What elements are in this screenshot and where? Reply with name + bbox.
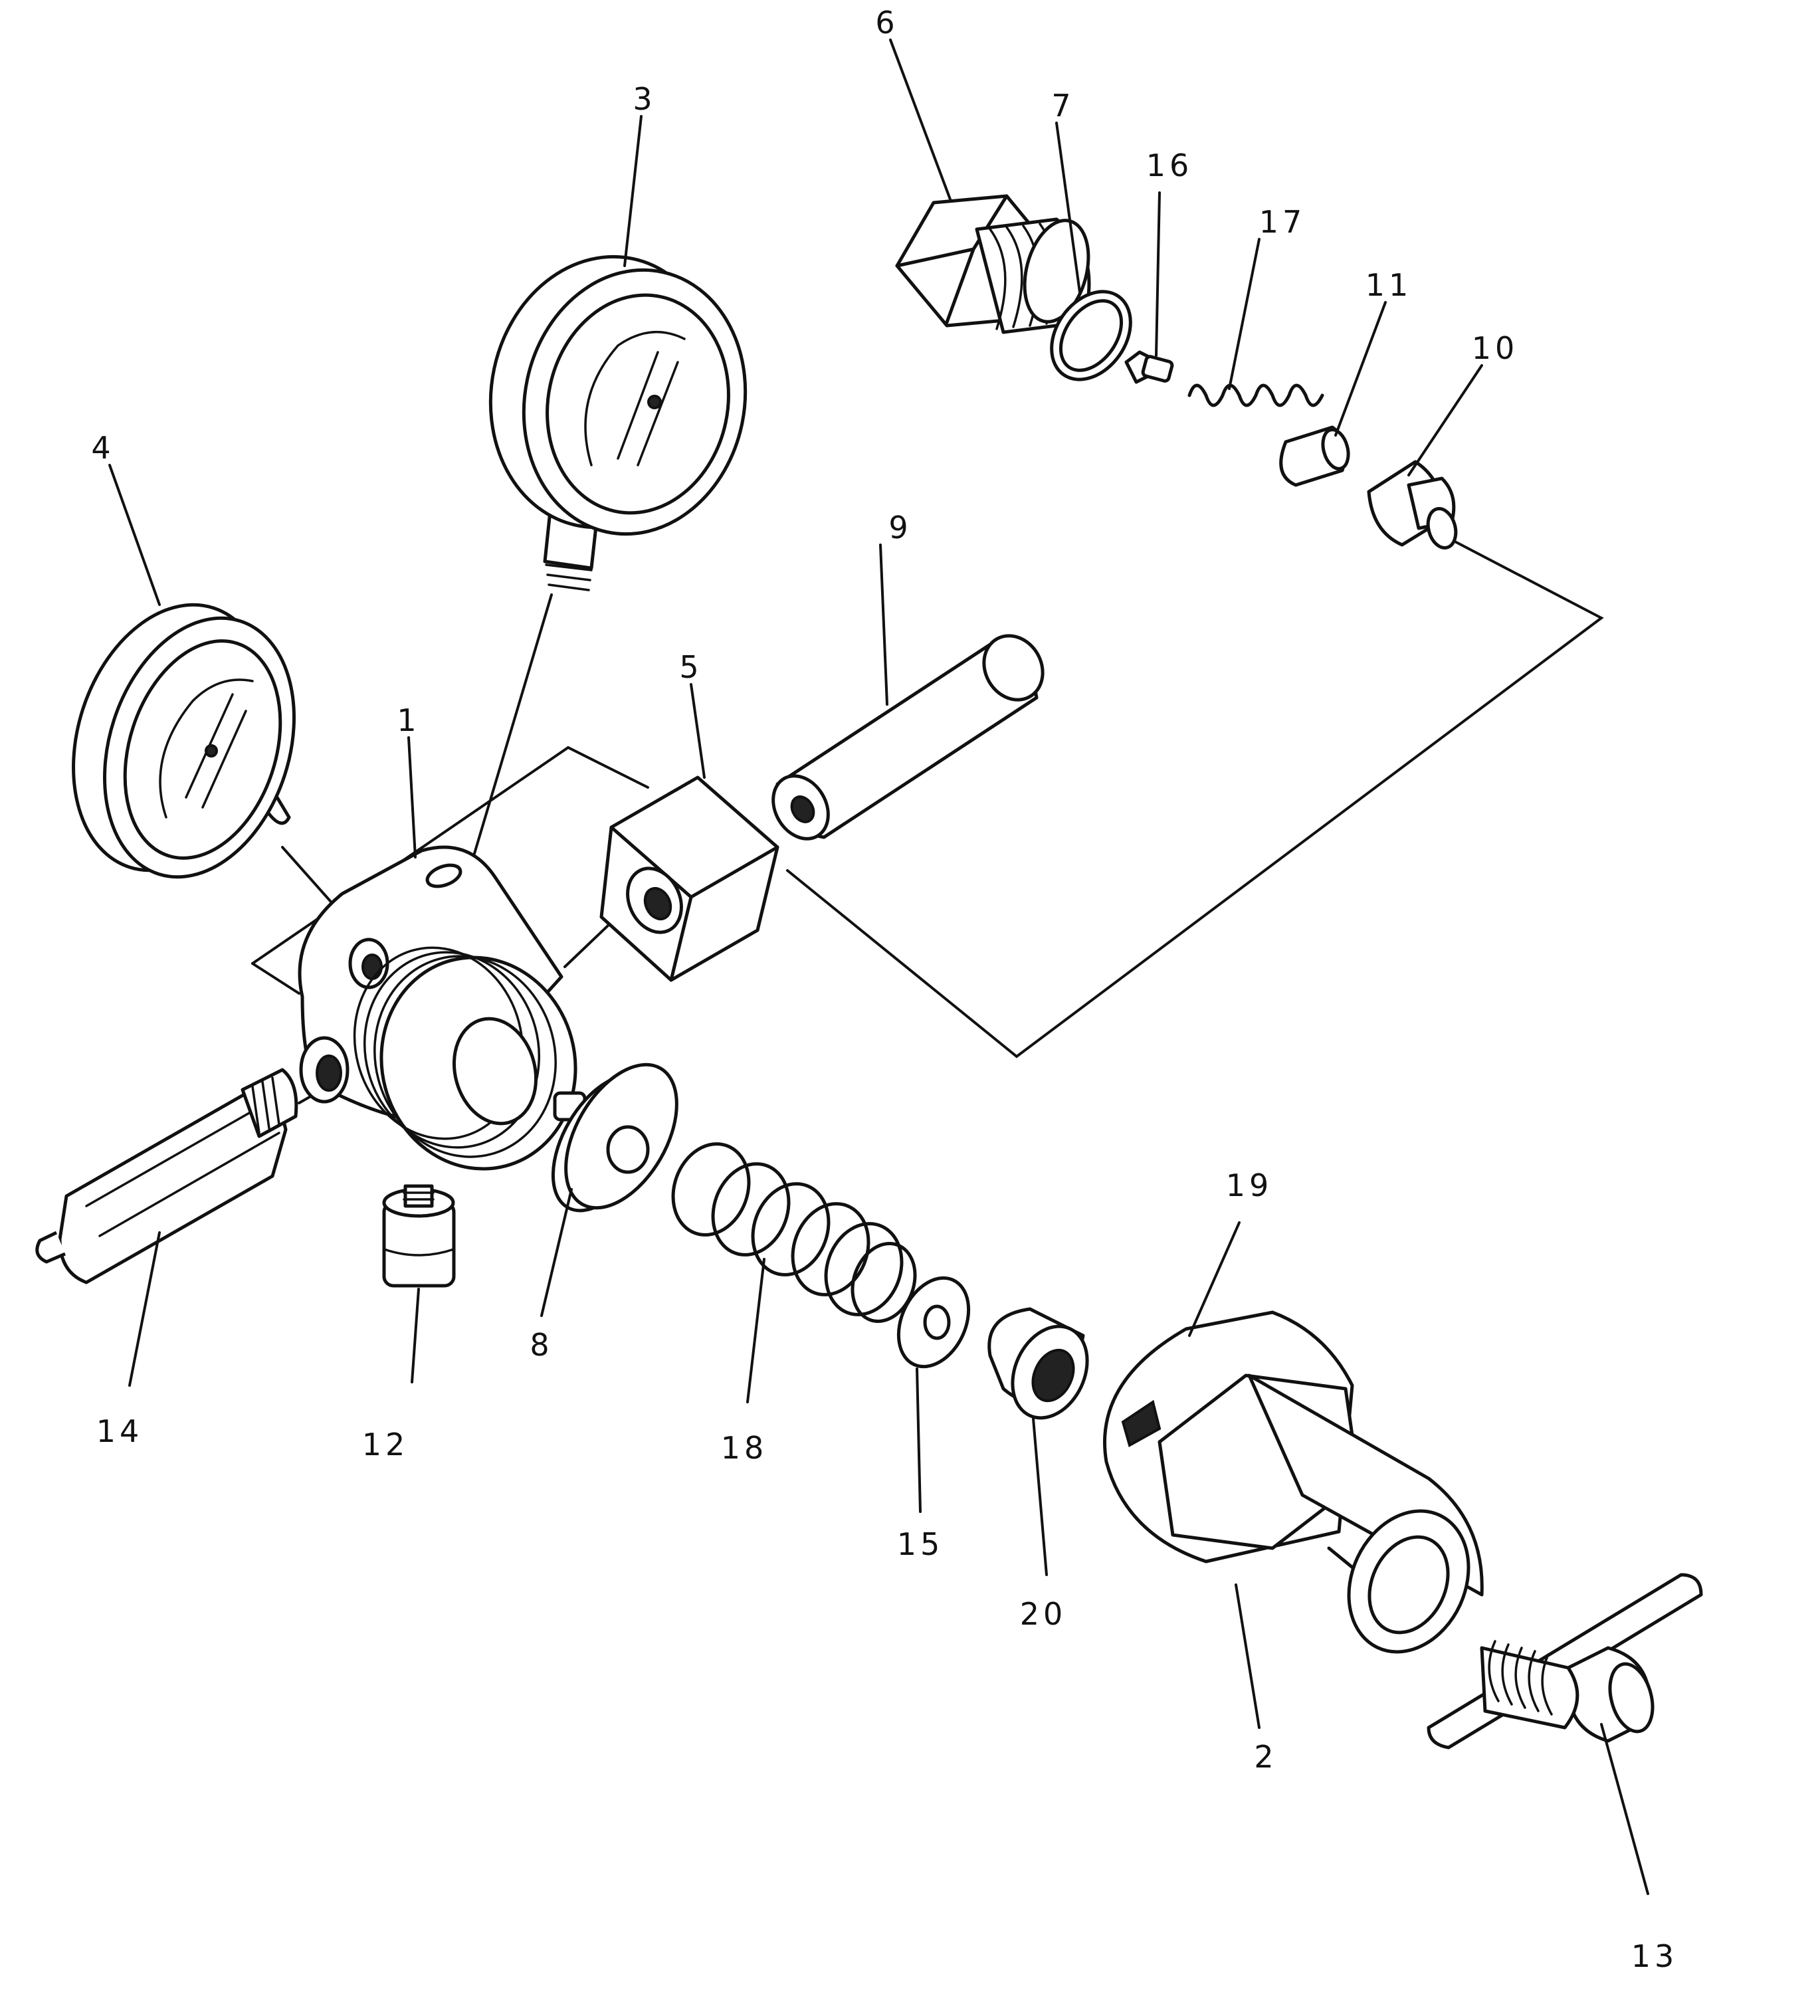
callout-5: 5: [679, 649, 702, 685]
callout-19: 19: [1226, 1167, 1273, 1203]
callout-10: 10: [1472, 330, 1519, 366]
leader-lines: [108, 39, 1649, 1895]
part-4-pressure-gauge: [72, 603, 296, 879]
callout-4: 4: [91, 430, 114, 466]
callout-20: 20: [1020, 1596, 1067, 1632]
callout-1: 1: [397, 702, 420, 738]
part-16-valve-pin: [1124, 350, 1174, 384]
callout-8: 8: [530, 1327, 553, 1363]
part-2-bonnet: [1103, 1310, 1484, 1654]
callout-2: 2: [1254, 1739, 1277, 1775]
part-13-t-handle-screw: [1427, 1573, 1703, 1750]
part-9-filter-tube: [771, 634, 1045, 841]
part-10-nipple: [1367, 460, 1458, 550]
part-3-pressure-gauge: [488, 254, 748, 591]
part-15-washer: [896, 1276, 971, 1369]
callout-17: 17: [1259, 204, 1306, 240]
callout-15: 15: [897, 1526, 944, 1562]
callout-12: 12: [362, 1427, 409, 1462]
callout-11: 11: [1365, 267, 1413, 303]
callout-18: 18: [721, 1430, 768, 1466]
part-8-diaphragm: [551, 1062, 678, 1213]
callout-3: 3: [633, 81, 656, 117]
callout-13: 13: [1631, 1938, 1678, 1974]
callout-labels: 1 2 3 4 5 6 7 8 9 10 11 12 13 14 15 16 1…: [91, 5, 1678, 1974]
part-12-plug: [382, 1184, 456, 1288]
part-18-main-spring: [671, 1142, 917, 1323]
part-1-regulator-body: [298, 845, 577, 1171]
part-6-hex-fitting: [895, 194, 1091, 334]
part-11-sleeve: [1279, 425, 1350, 487]
part-20-bushing: [987, 1307, 1089, 1420]
callout-7: 7: [1051, 88, 1074, 124]
part-17-small-spring: [1187, 383, 1324, 407]
callout-16: 16: [1146, 148, 1193, 183]
part-7-gasket-ring: [1050, 290, 1132, 381]
part-14-inlet-connector: [35, 1068, 298, 1284]
part-5-hex-nut: [599, 775, 779, 982]
callout-6: 6: [875, 5, 898, 41]
callout-14: 14: [96, 1413, 144, 1449]
callout-9: 9: [888, 510, 912, 546]
